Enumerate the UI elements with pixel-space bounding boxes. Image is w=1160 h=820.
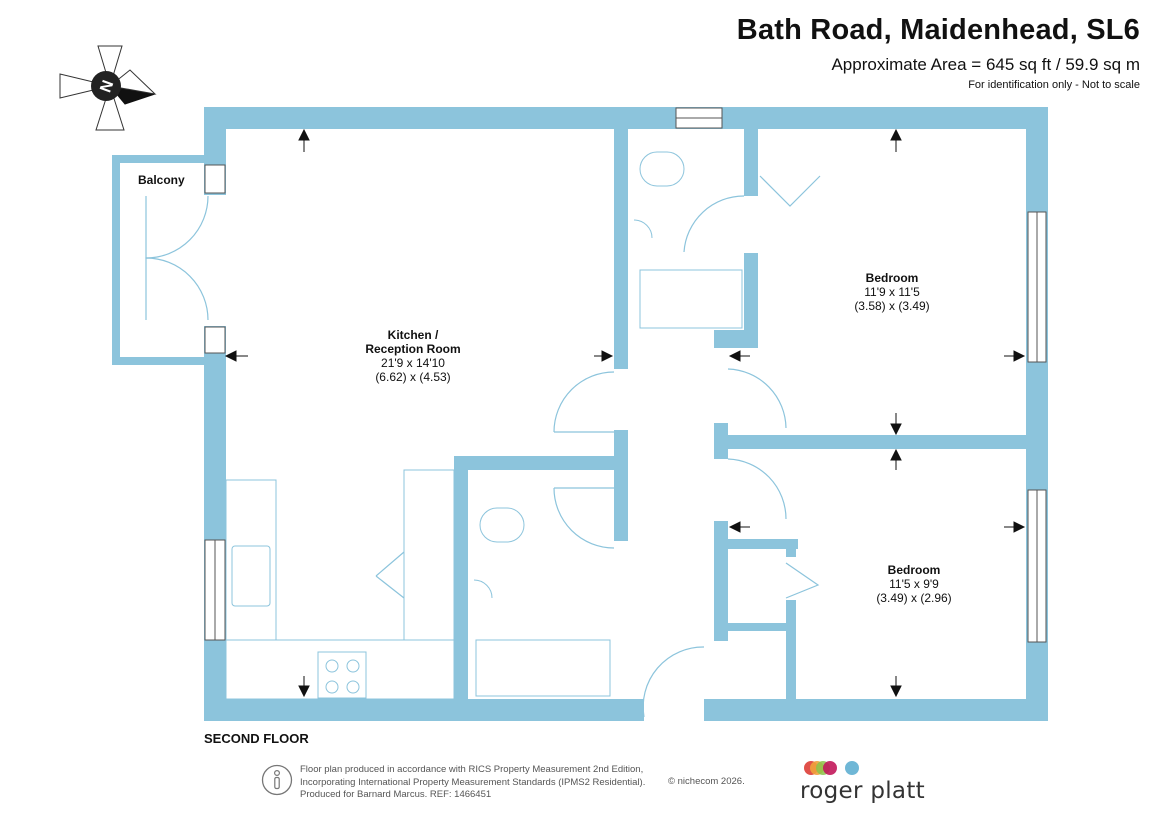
room-bedroom-2: Bedroom 11'5 x 9'9 (3.49) x (2.96): [876, 563, 951, 605]
footer-line-1: Floor plan produced in accordance with R…: [300, 764, 644, 775]
doors: [145, 175, 821, 718]
compass-letter: N: [97, 78, 117, 95]
footer-disclaimer: Floor plan produced in accordance with R…: [300, 764, 645, 802]
footer-line-2: Incorporating International Property Mea…: [300, 776, 646, 788]
compass: N: [59, 45, 157, 131]
footer-line-3: Produced for Barnard Marcus. REF: 146645…: [300, 789, 492, 800]
area-summary: Approximate Area = 645 sq ft / 59.9 sq m: [831, 55, 1140, 74]
room-dimensions-imperial: 11'5 x 9'9: [889, 577, 939, 591]
floor-label: SECOND FLOOR: [204, 731, 309, 746]
ceiling-height-arrows: [224, 128, 1026, 698]
room-name: Bedroom: [887, 563, 941, 577]
brand-logo: roger platt: [800, 778, 925, 804]
brand-dot: [845, 761, 859, 775]
walls: [112, 107, 1048, 721]
room-name-line2: Reception Room: [365, 342, 461, 356]
room-name-line1: Kitchen /: [387, 328, 439, 342]
room-label-balcony: Balcony: [138, 173, 185, 187]
room-dimensions-metric: (6.62) x (4.53): [375, 370, 451, 384]
room-dimensions-imperial: 21'9 x 14'10: [381, 356, 445, 370]
copyright: © nichecom 2026.: [668, 776, 745, 787]
room-bedroom-1: Bedroom 11'9 x 11'5 (3.58) x (3.49): [854, 271, 929, 313]
fixtures: [225, 151, 743, 700]
brand-logo-dots: [804, 761, 859, 775]
room-name: Bedroom: [865, 271, 919, 285]
room-dimensions-metric: (3.58) x (3.49): [854, 299, 930, 313]
windows: [204, 107, 1047, 643]
room-dimensions-imperial: 11'9 x 11'5: [864, 285, 920, 299]
brand-dot: [823, 761, 837, 775]
info-icon: [261, 764, 293, 796]
room-dimensions-metric: (3.49) x (2.96): [876, 591, 952, 605]
room-kitchen-reception: Kitchen / Reception Room 21'9 x 14'10 (6…: [365, 328, 460, 384]
page-title: Bath Road, Maidenhead, SL6: [736, 14, 1140, 46]
scale-disclaimer: For identification only - Not to scale: [968, 79, 1140, 91]
